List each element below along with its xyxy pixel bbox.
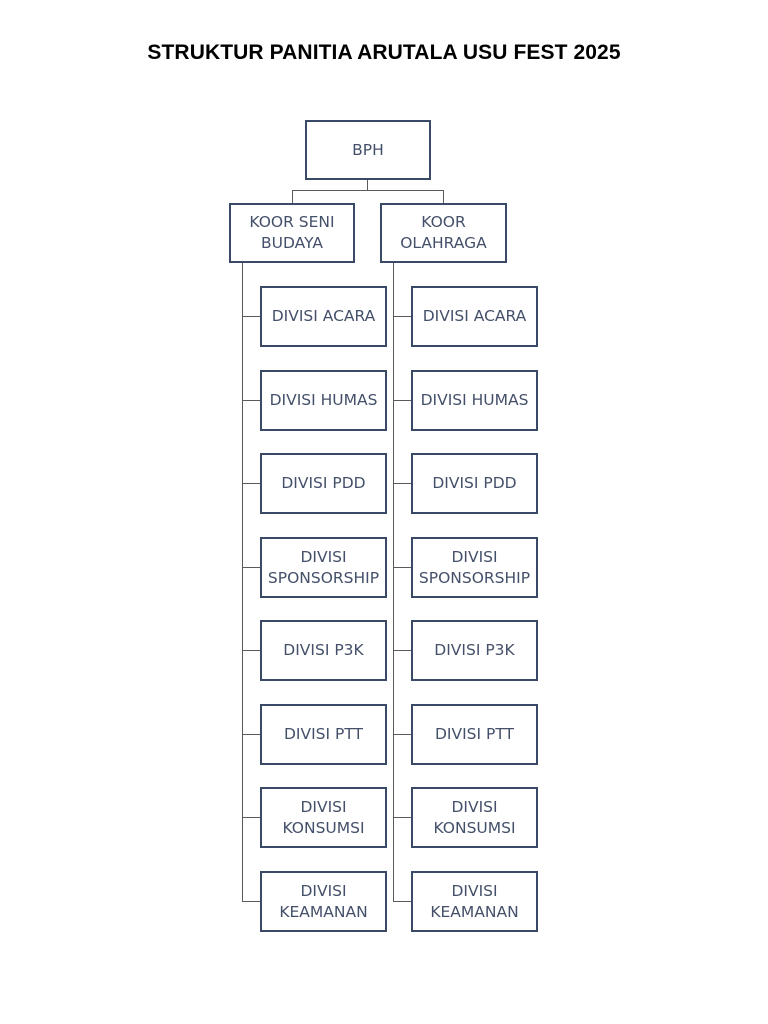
connector-root-down: [367, 180, 368, 191]
connector-to-koor-1: [292, 190, 293, 204]
node-division-pdd: DIVISI PDD: [260, 453, 387, 514]
node-division-p3k: DIVISI P3K: [411, 620, 538, 681]
node-division-acara: DIVISI ACARA: [260, 286, 387, 347]
node-koor-seni-budaya: KOOR SENI BUDAYA: [229, 203, 355, 263]
connector-branch: [242, 901, 261, 902]
connector-branch: [242, 817, 261, 818]
node-bph: BPH: [305, 120, 431, 180]
connector-branch: [393, 817, 412, 818]
connector-branch: [393, 650, 412, 651]
connector-branch: [242, 400, 261, 401]
node-koor-olahraga: KOOR OLAHRAGA: [380, 203, 507, 263]
node-division-sponsorship: DIVISI SPONSORSHIP: [411, 537, 538, 598]
connector-branch: [242, 734, 261, 735]
page-title: STRUKTUR PANITIA ARUTALA USU FEST 2025: [147, 41, 621, 64]
connector-branch: [393, 734, 412, 735]
node-division-humas: DIVISI HUMAS: [260, 370, 387, 431]
connector-branch: [242, 483, 261, 484]
connector-spine-olahraga: [393, 263, 394, 901]
node-division-ptt: DIVISI PTT: [260, 704, 387, 765]
node-division-p3k: DIVISI P3K: [260, 620, 387, 681]
connector-root-horizontal: [292, 190, 444, 191]
node-division-acara: DIVISI ACARA: [411, 286, 538, 347]
node-division-keamanan: DIVISI KEAMANAN: [411, 871, 538, 932]
connector-branch: [393, 483, 412, 484]
connector-branch: [242, 316, 261, 317]
node-division-konsumsi: DIVISI KONSUMSI: [260, 787, 387, 848]
connector-spine-seni-budaya: [242, 263, 243, 901]
connector-branch: [393, 567, 412, 568]
node-division-konsumsi: DIVISI KONSUMSI: [411, 787, 538, 848]
node-division-pdd: DIVISI PDD: [411, 453, 538, 514]
connector-branch: [242, 650, 261, 651]
connector-branch: [393, 316, 412, 317]
node-division-ptt: DIVISI PTT: [411, 704, 538, 765]
node-division-keamanan: DIVISI KEAMANAN: [260, 871, 387, 932]
node-division-sponsorship: DIVISI SPONSORSHIP: [260, 537, 387, 598]
connector-branch: [242, 567, 261, 568]
connector-branch: [393, 901, 412, 902]
node-division-humas: DIVISI HUMAS: [411, 370, 538, 431]
connector-to-koor-2: [443, 190, 444, 204]
connector-branch: [393, 400, 412, 401]
